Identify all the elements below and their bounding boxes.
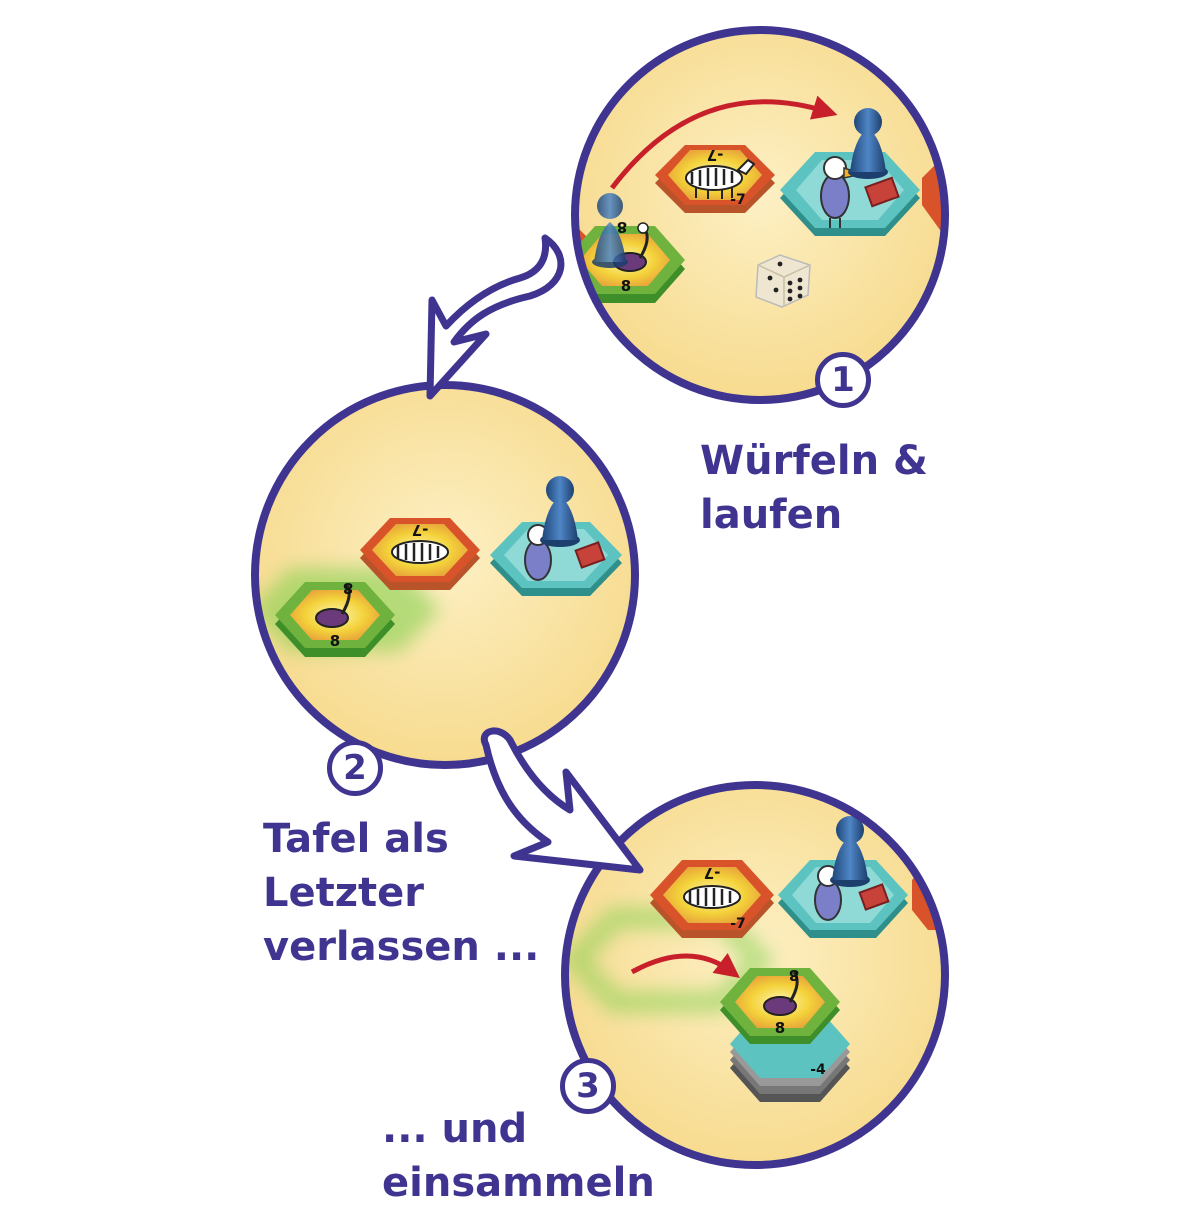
step-3-scene: -7 -7 xyxy=(561,781,949,1169)
arrow-step1-to-step2 xyxy=(426,234,565,400)
ostrich-value-top: 8 xyxy=(789,966,799,984)
zebra-value-top: -7 xyxy=(704,864,721,882)
ostrich-tile: 8 8 xyxy=(720,966,840,1044)
ostrich-icon xyxy=(315,583,351,628)
zebra-value-bottom: -7 xyxy=(730,916,746,932)
step-1-number: 1 xyxy=(815,352,871,408)
step-2-caption-line-1: Tafel als xyxy=(263,816,449,862)
bird-tile xyxy=(490,522,622,596)
pawn xyxy=(830,816,870,887)
arrow-step2-to-step3 xyxy=(480,727,644,874)
step-1-scene: -7 -7 xyxy=(571,26,949,404)
step-2-caption-line-2: Letzter xyxy=(263,870,424,916)
step-1-caption-line-1: Würfeln & xyxy=(700,438,928,484)
ostrich-value-bottom: 8 xyxy=(621,277,631,295)
zebra-value-bottom: -7 xyxy=(730,192,746,208)
ostrich-value-top: 8 xyxy=(343,579,353,597)
zebra-icon xyxy=(391,540,449,564)
zebra-tile: -7 -7 xyxy=(655,145,775,213)
step-2-caption-line-3: verlassen ... xyxy=(263,924,540,970)
zebra-value-top: -7 xyxy=(412,521,429,539)
step-2-number: 2 xyxy=(327,740,383,796)
zebra-icon xyxy=(683,885,741,909)
step-3-caption: ... und einsammeln xyxy=(382,1102,655,1210)
zebra-value-top: -7 xyxy=(707,146,724,164)
step-2-scene: -7 xyxy=(251,381,639,769)
die xyxy=(755,254,811,308)
pawn-start xyxy=(592,193,628,268)
stack-value: -4 xyxy=(810,1062,826,1078)
zebra-icon xyxy=(685,158,756,199)
zebra-tile: -7 xyxy=(360,518,480,590)
ostrich-icon xyxy=(763,971,799,1016)
ostrich-value-top: 8 xyxy=(617,218,627,236)
ostrich-value-bottom: 8 xyxy=(775,1019,785,1037)
ostrich-tile: 8 8 xyxy=(275,579,395,657)
ostrich-value-bottom: 8 xyxy=(330,632,340,650)
pawn-end xyxy=(848,108,888,179)
step-3-caption-line-2: einsammeln xyxy=(382,1160,655,1206)
step-3-number: 3 xyxy=(560,1058,616,1114)
move-arrow xyxy=(610,95,838,190)
die-pips xyxy=(767,261,803,302)
step-2-caption: Tafel als Letzter verlassen ... xyxy=(263,812,539,974)
collect-arrow xyxy=(630,952,740,979)
step-1-caption-line-2: laufen xyxy=(700,492,843,538)
step-1-caption: Würfeln & laufen xyxy=(700,434,928,542)
zebra-tile: -7 -7 xyxy=(650,860,774,938)
pawn xyxy=(540,476,580,547)
step-3-caption-line-1: ... und xyxy=(382,1106,528,1152)
